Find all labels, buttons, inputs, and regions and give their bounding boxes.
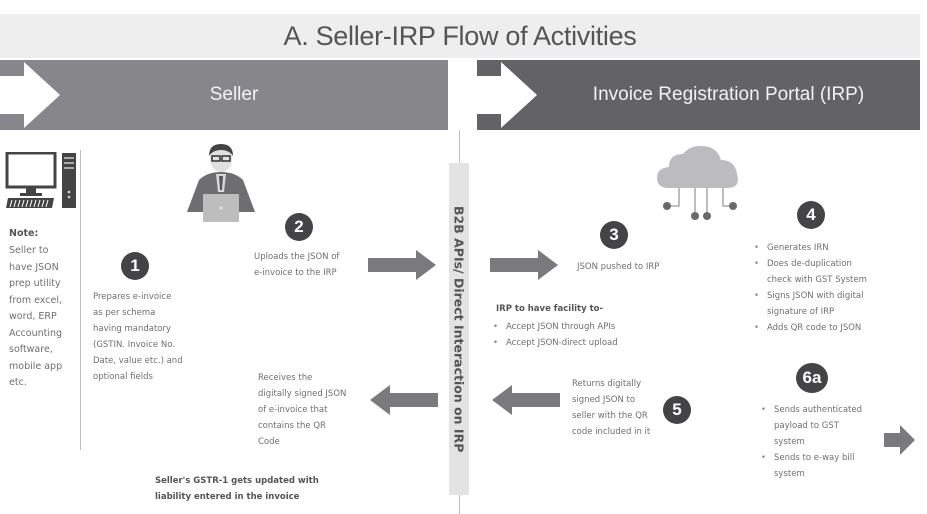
step-4-item: Generates IRN [751,240,921,256]
receive-line: digitally signed JSON [258,389,347,399]
lane-header-seller: Seller [0,60,448,130]
note-line: mobile app [9,360,63,372]
diagram-title: A. Seller-IRP Flow of Activities [283,20,637,51]
step-3-text: JSON pushed to IRP [577,262,660,272]
note-block: Note: Seller to have JSON prep utility f… [9,228,79,392]
step-1-line: Date, value etc.) and [93,356,183,366]
arrow-left-icon[interactable] [368,383,438,417]
step-badge-5: 5 [663,396,691,424]
step-badge-3: 3 [600,221,628,249]
step-2-text: Uploads the JSON of e-invoice to the IRP [254,249,384,281]
lane-label-irp: Invoice Registration Portal (IRP) [592,84,865,105]
receive-line: of e-invoice that [258,405,328,415]
note-line: software, [9,344,53,355]
step-1-line: Prepares e-invoice [93,292,172,302]
note-divider [80,150,81,450]
step-badge-1: 1 [121,252,149,280]
step-1-line: as per schema [93,308,156,318]
arrow-right-icon[interactable] [368,248,438,282]
center-divider-bottom [459,495,460,514]
note-line: prep utility [9,278,61,289]
step-badge-4: 4 [797,201,825,229]
irp-facility-block: IRP to have facility to- Accept JSON thr… [493,301,716,351]
step-badge-6a: 6a [796,363,828,393]
cloud-network-icon [657,146,738,220]
note-line: Accounting [9,327,63,339]
step-1-line: having mandatory [93,324,172,334]
center-band: B2B APIs/ Direct Interaction on IRP [449,163,469,495]
step-5-line: code included in it [572,427,651,437]
note-title: Note: [9,228,39,239]
gstr-update-text: Seller's GSTR-1 gets updated with liabil… [155,473,375,505]
irp-facility-item: Accept JSON through APIs [490,319,716,335]
step-5-text: Returns digitally signed JSON to seller … [572,376,672,440]
step-4-item: Adds QR code to JSON [751,320,921,336]
receive-text: Receives the digitally signed JSON of e-… [258,370,368,450]
lane-label-seller: Seller [209,84,259,105]
step-1-text: Prepares e-invoice as per schema having … [93,289,213,385]
irp-facility-title: IRP to have facility to- [496,304,604,314]
lane-arrow-icon [477,62,537,128]
step-1-line: optional fields [93,372,153,382]
arrow-left-icon[interactable] [490,383,560,417]
note-line: from excel, [9,294,62,306]
arrow-right-icon[interactable] [490,248,560,282]
note-line: etc. [9,377,27,388]
step-badge-2: 2 [285,213,313,241]
note-line: have JSON [9,261,59,273]
step-5-line: seller with the QR [572,411,648,421]
step-1-line: (GSTIN. Invoice No. [93,340,175,350]
receive-line: Receives the [258,373,313,383]
gstr-line: Seller's GSTR-1 gets updated with [155,476,319,486]
step-5-line: signed JSON to [572,395,636,405]
note-line: Seller to [9,245,49,256]
step-2-line: e-invoice to the IRP [254,268,337,278]
irp-facility-item: Accept JSON-direct upload [490,335,716,351]
person-with-laptop-icon [187,144,255,222]
diagram-title-bar: A. Seller-IRP Flow of Activities [0,14,920,58]
step-5-line: Returns digitally [572,379,642,389]
receive-line: contains the QR [258,421,326,431]
arrow-right-icon[interactable] [884,425,916,455]
gstr-line: liability entered in the invoice [155,492,300,502]
center-divider-top [459,130,460,163]
desktop-computer-icon [5,152,76,208]
step-2-line: Uploads the JSON of [254,252,340,262]
lane-arrow-icon [0,62,60,128]
lane-header-irp: Invoice Registration Portal (IRP) [477,60,920,130]
receive-line: Code [258,437,280,447]
center-band-label: B2B APIs/ Direct Interaction on IRP [451,205,467,453]
note-line: word, ERP [9,311,57,322]
